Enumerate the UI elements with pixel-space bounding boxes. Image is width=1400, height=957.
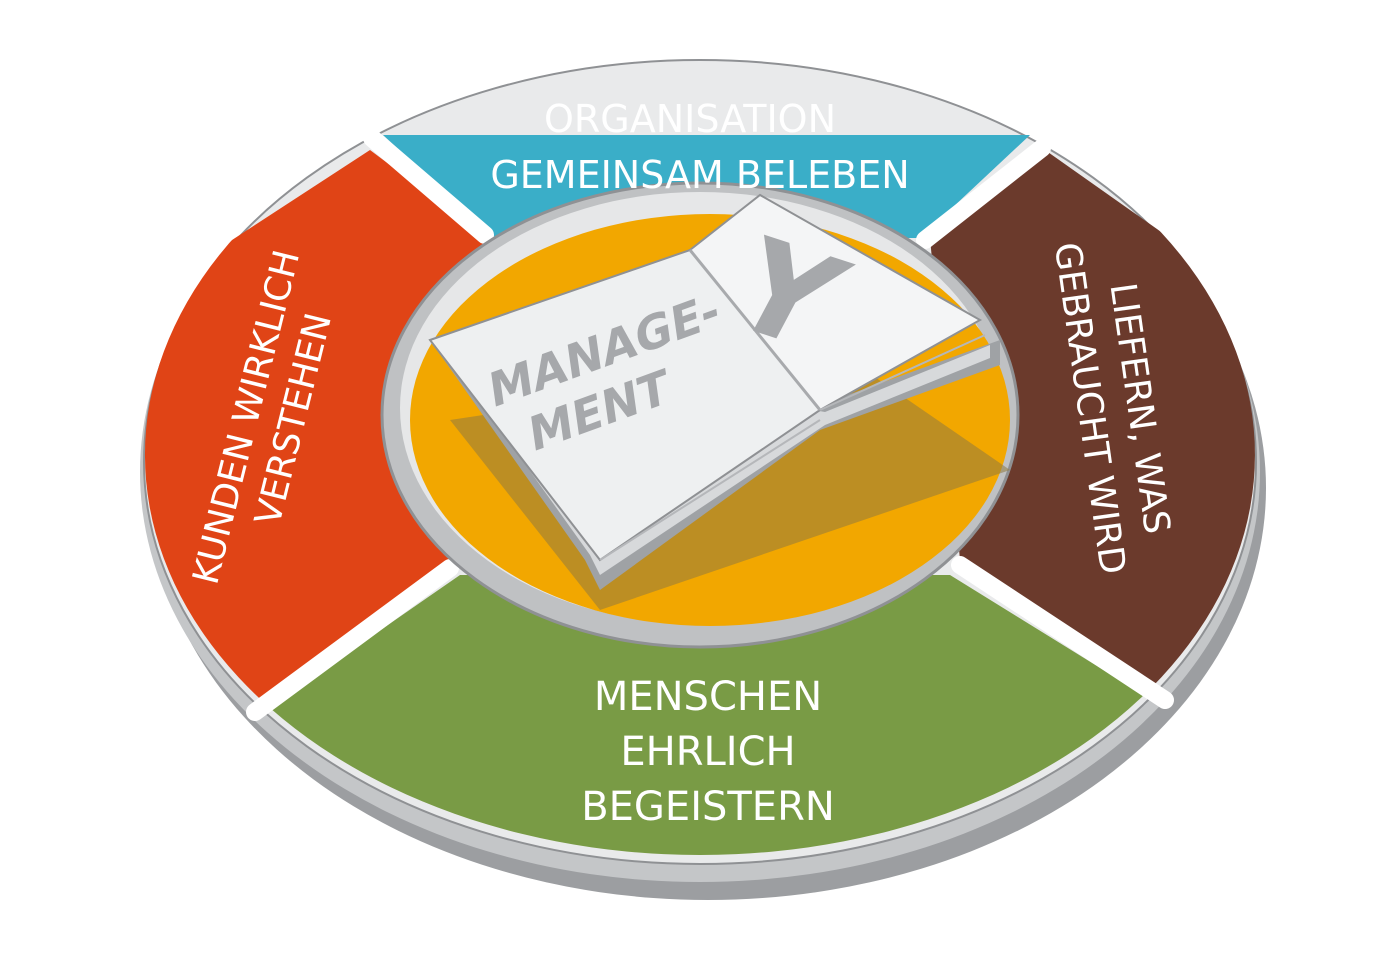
segment-left[interactable] (140, 150, 490, 705)
label-top-line2: GEMEINSAM BELEBEN (490, 153, 909, 197)
label-bottom-line3: BEGEISTERN (581, 784, 835, 830)
label-top: ORGANISATION GEMEINSAM BELEBEN (490, 97, 909, 197)
book: MANAGE- MENT Y (428, 193, 1000, 590)
label-bottom-line1: MENSCHEN (594, 674, 822, 720)
segment-separators (246, 129, 1174, 721)
label-bottom: MENSCHEN EHRLICH BEGEISTERN (581, 674, 835, 830)
label-top-line1: ORGANISATION (544, 97, 836, 141)
label-bottom-line2: EHRLICH (620, 729, 795, 775)
